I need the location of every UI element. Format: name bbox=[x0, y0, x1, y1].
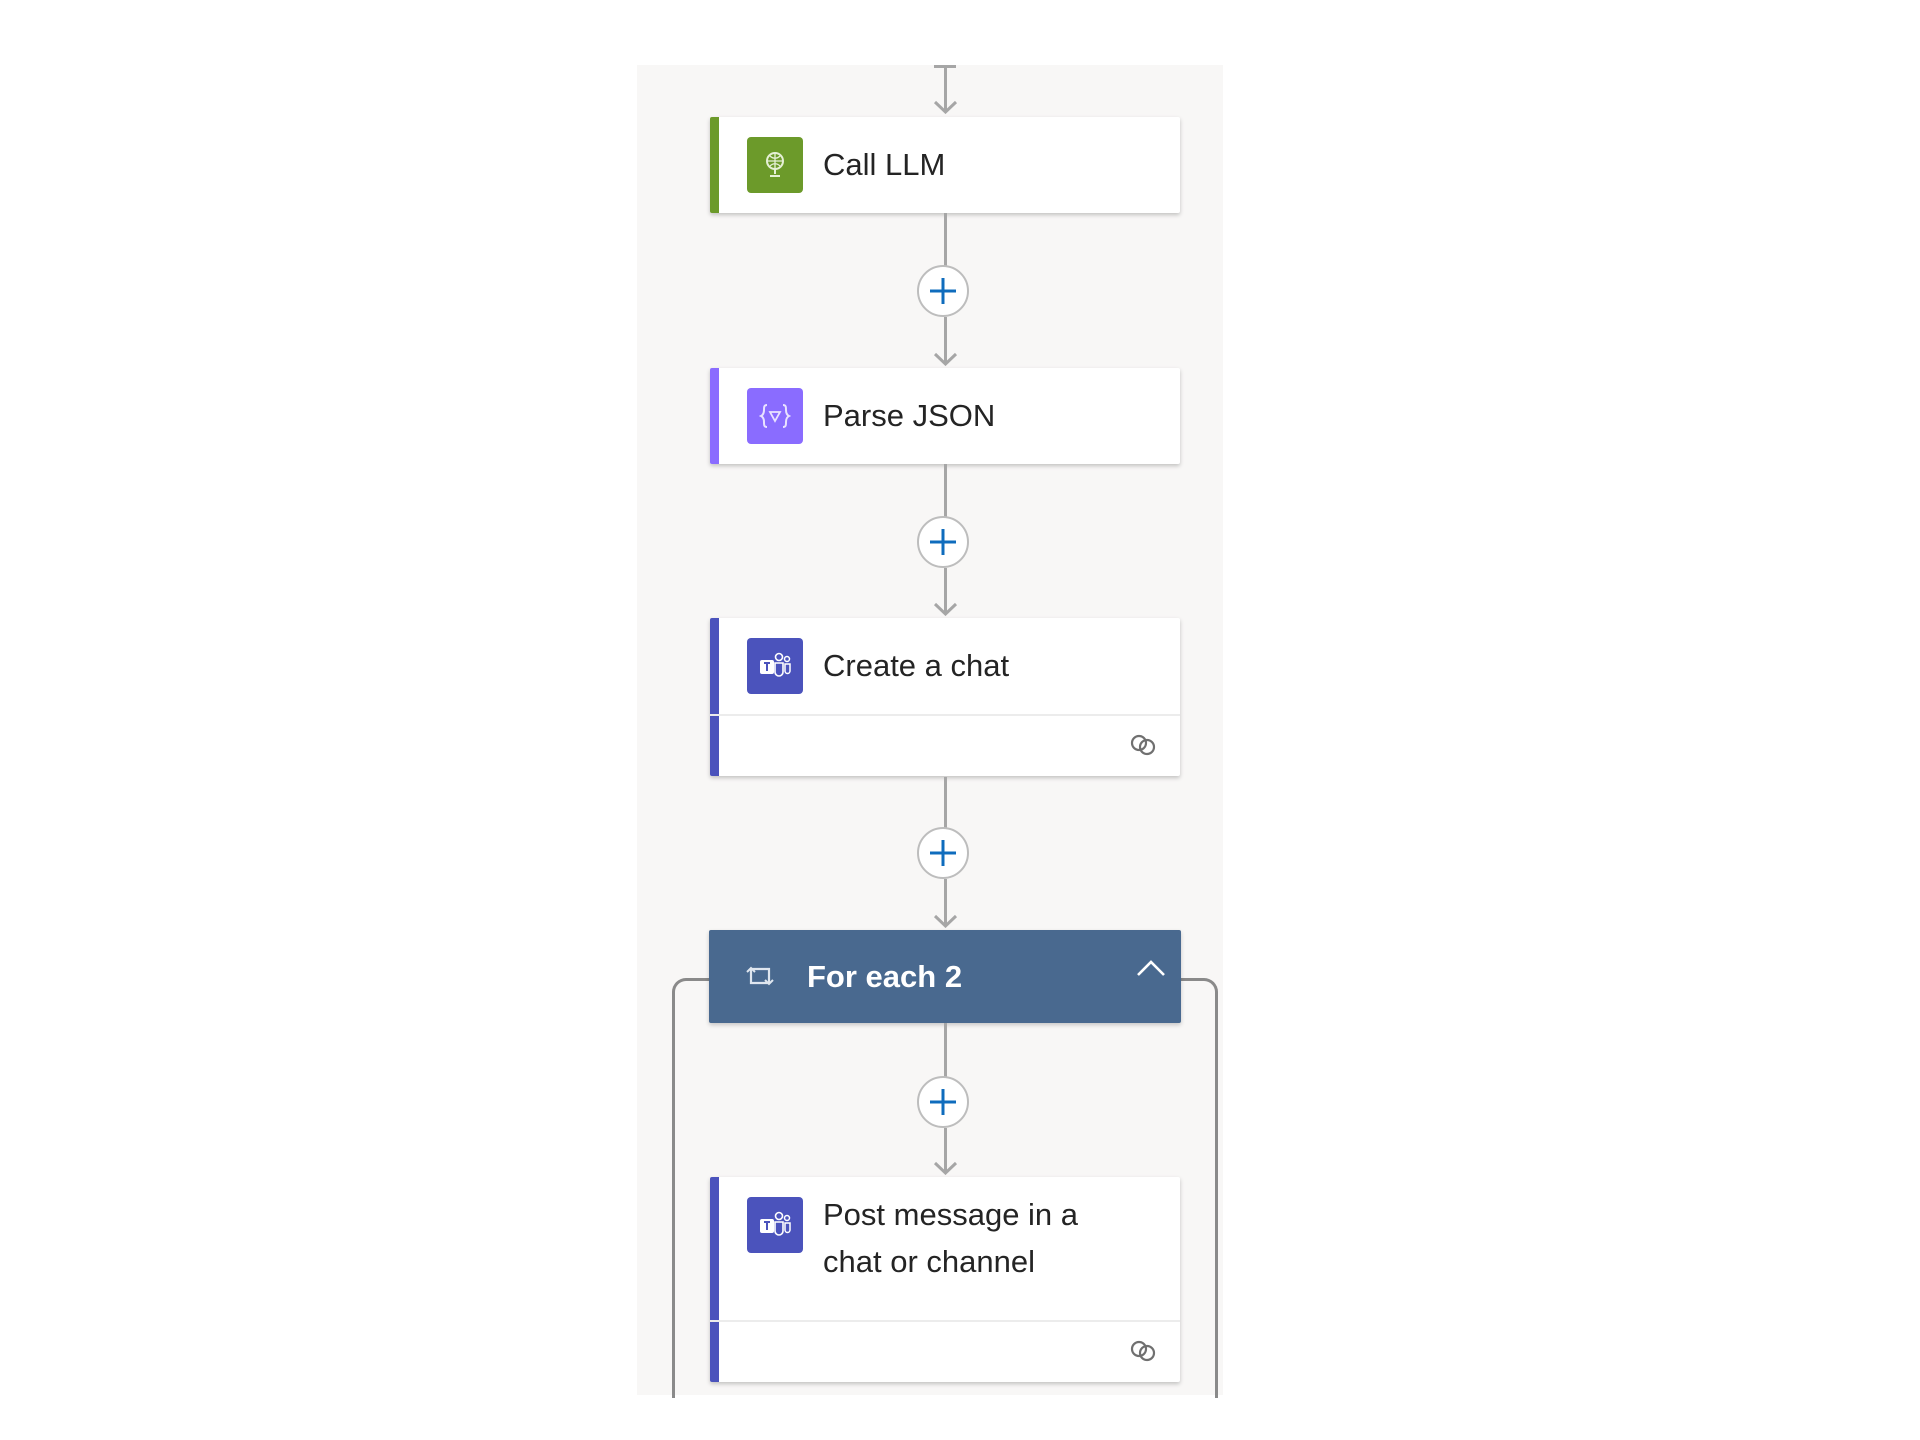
connector-cap bbox=[934, 65, 956, 68]
connector-line bbox=[944, 568, 947, 612]
plus-icon bbox=[930, 529, 956, 555]
card-footer bbox=[710, 1320, 1180, 1382]
loop-header-for-each-2[interactable]: For each 2 bbox=[709, 930, 1181, 1023]
connector-line bbox=[944, 213, 947, 266]
card-title-line1: Post message in a bbox=[823, 1197, 1079, 1232]
arrow-down-icon bbox=[933, 352, 958, 366]
arrow-down-icon bbox=[933, 914, 958, 928]
chevron-up-icon[interactable] bbox=[1135, 958, 1167, 978]
loop-title: For each 2 bbox=[807, 958, 963, 994]
teams-icon bbox=[747, 638, 803, 694]
card-footer bbox=[710, 714, 1180, 776]
card-accent bbox=[710, 368, 719, 464]
add-step-button[interactable] bbox=[917, 827, 969, 879]
teams-icon bbox=[747, 1197, 803, 1253]
plus-icon bbox=[930, 278, 956, 304]
connector-line bbox=[944, 464, 947, 517]
card-accent bbox=[710, 618, 719, 776]
arrow-down-icon bbox=[933, 1161, 958, 1175]
action-card-parse-json[interactable]: Parse JSON bbox=[710, 368, 1180, 464]
braces-icon bbox=[747, 388, 803, 444]
link-icon[interactable] bbox=[1128, 734, 1158, 756]
card-title-line2: chat or channel bbox=[823, 1244, 1035, 1279]
connector-line bbox=[944, 1128, 947, 1172]
connector-line bbox=[944, 879, 947, 924]
globe-bulb-icon bbox=[747, 137, 803, 193]
arrow-down-icon bbox=[933, 602, 958, 616]
action-card-create-chat[interactable]: Create a chat bbox=[710, 618, 1180, 776]
link-icon[interactable] bbox=[1128, 1340, 1158, 1362]
card-title: Parse JSON bbox=[823, 398, 996, 433]
add-step-button[interactable] bbox=[917, 265, 969, 317]
action-card-call-llm[interactable]: Call LLM bbox=[710, 117, 1180, 213]
connector-line bbox=[944, 65, 947, 110]
arrow-down-icon bbox=[933, 100, 958, 114]
connector-line bbox=[944, 317, 947, 362]
plus-icon bbox=[930, 1089, 956, 1115]
card-accent bbox=[710, 1177, 719, 1382]
card-accent bbox=[710, 117, 719, 213]
card-title: Post message in a chat or channel bbox=[823, 1191, 1078, 1285]
connector-line bbox=[944, 1023, 947, 1077]
action-card-post-message[interactable]: Post message in a chat or channel bbox=[710, 1177, 1180, 1382]
plus-icon bbox=[930, 840, 956, 866]
add-step-button[interactable] bbox=[917, 516, 969, 568]
loop-icon bbox=[746, 966, 774, 985]
card-title: Create a chat bbox=[823, 648, 1010, 683]
card-title: Call LLM bbox=[823, 147, 946, 182]
add-step-button[interactable] bbox=[917, 1076, 969, 1128]
connector-line bbox=[944, 777, 947, 828]
